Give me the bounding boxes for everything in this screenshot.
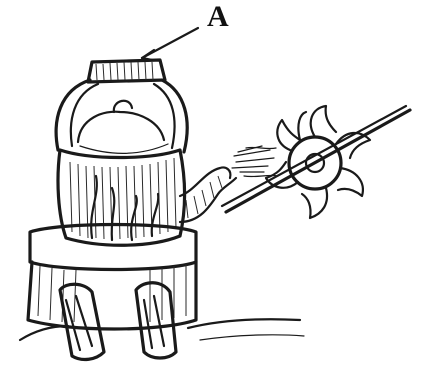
kettle-handle [56,80,187,152]
kettle-body [58,150,185,245]
kettle-spout [180,167,236,222]
turbine-axle [222,106,410,212]
kettle-lid [78,101,168,154]
kettle-cap [88,60,165,82]
pointer-arrow [142,28,198,60]
steam-jet [232,146,278,177]
fire-flames [91,176,158,240]
